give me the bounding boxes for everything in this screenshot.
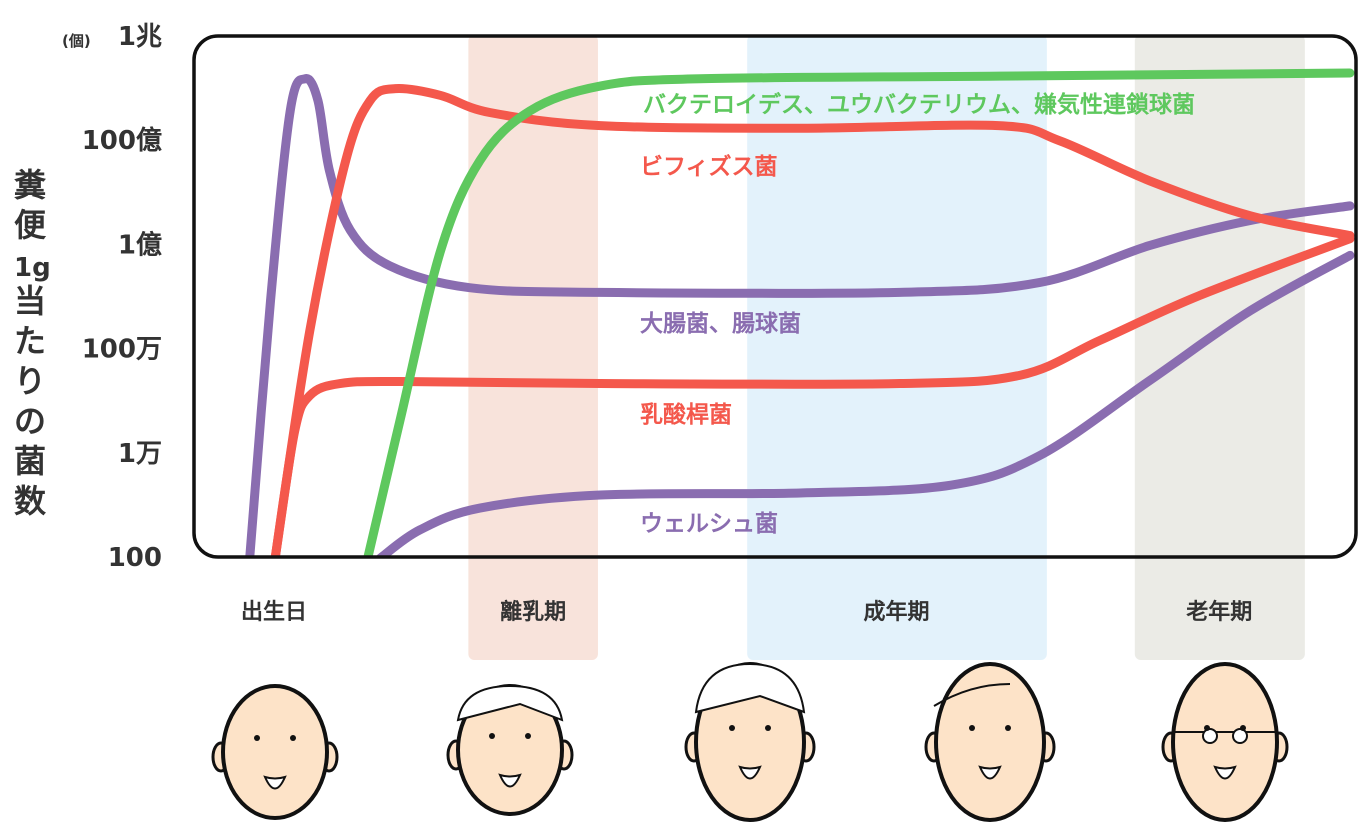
series-line: [375, 250, 1355, 556]
y-tick-label: 1億: [118, 230, 162, 260]
stage-label: 離乳期: [500, 599, 566, 625]
face-elder-icon: [1161, 662, 1289, 822]
stage-label: 老年期: [1185, 599, 1252, 625]
y-unit: (個): [62, 32, 91, 50]
y-tick-label: 100万: [82, 335, 162, 365]
series-label: バクテロイデス、ユウバクテリウム、嫌気性連鎖球菌: [643, 91, 1195, 118]
face-middle-icon: [924, 662, 1056, 822]
series-line: [270, 234, 1355, 556]
series-label: 大腸菌、腸球菌: [640, 311, 801, 337]
series-line: [245, 74, 1355, 556]
stage-band: [747, 35, 1047, 660]
stage-band: [1134, 35, 1305, 660]
stage-label: 出生日: [241, 600, 307, 625]
face-adult-icon: [684, 662, 816, 822]
series-line: [270, 84, 1355, 556]
series-line: [363, 68, 1355, 556]
stage-label: 成年期: [863, 599, 929, 625]
y-tick-label: 100億: [82, 126, 162, 156]
face-child-icon: [446, 684, 574, 816]
y-tick-label: 1兆: [118, 22, 162, 52]
face-baby-icon: [211, 684, 339, 820]
plot-frame: [192, 34, 1358, 559]
y-tick-label: 100: [108, 543, 162, 573]
series-label: ビフィズス菌: [640, 153, 778, 180]
y-tick-label: 1万: [118, 439, 162, 469]
series-label: 乳酸桿菌: [640, 401, 732, 428]
series-label: ウェルシュ菌: [640, 511, 778, 537]
